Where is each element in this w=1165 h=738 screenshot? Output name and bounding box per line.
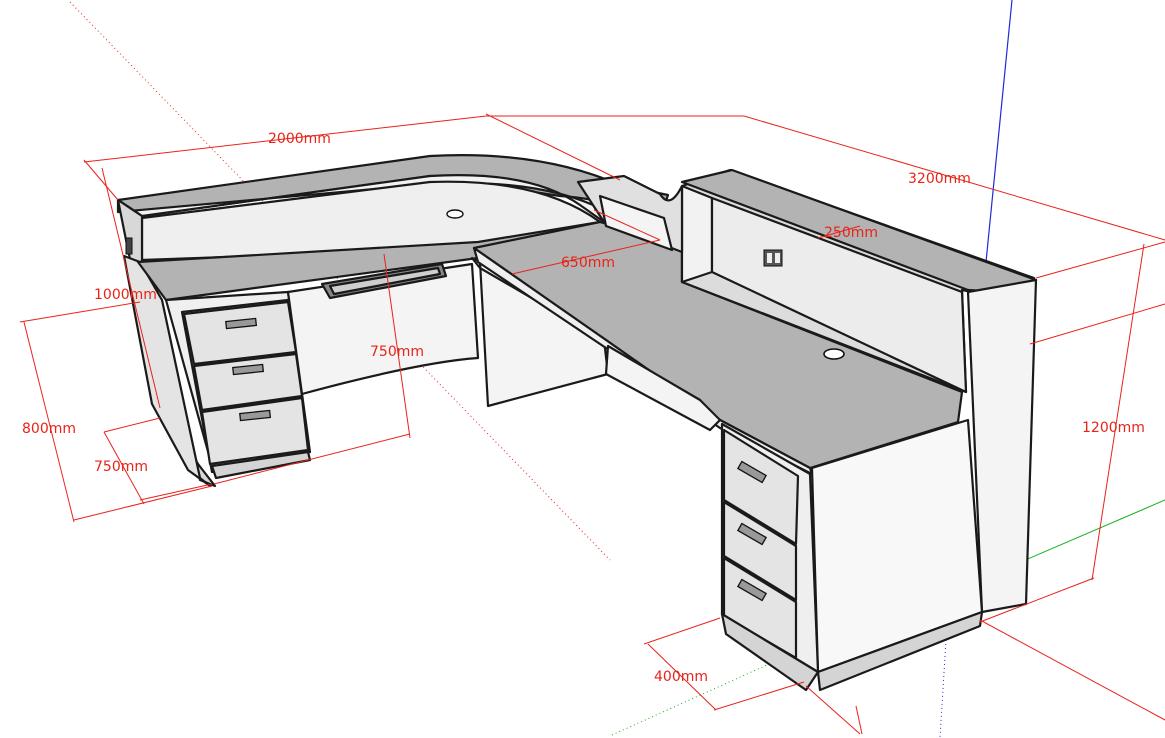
dim-label-1200: 1200mm bbox=[1082, 420, 1145, 436]
left-end-panel-face bbox=[122, 254, 212, 488]
dim-label-400: 400mm bbox=[654, 669, 708, 685]
green-axis bbox=[1001, 499, 1165, 571]
drawer-handle-3 bbox=[239, 409, 272, 422]
left-end-socket bbox=[125, 237, 133, 255]
blue-axis-dotted bbox=[939, 639, 947, 738]
drawer-handle-2 bbox=[232, 363, 265, 376]
reception-desk-model bbox=[116, 154, 1038, 692]
dim-label-1000: 1000mm bbox=[94, 287, 157, 303]
blue-axis bbox=[985, 0, 1013, 263]
drawer-handle-5 bbox=[736, 522, 768, 546]
dimension-labels: 2000mm 3200mm 1000mm 650mm 250mm 750mm 8… bbox=[22, 131, 1145, 685]
right-drawer-pedestal bbox=[720, 422, 820, 692]
left-drawer-pedestal bbox=[164, 290, 312, 480]
dim-label-3200: 3200mm bbox=[908, 171, 971, 187]
drawer-handle-4 bbox=[736, 460, 768, 484]
cable-grommet-left bbox=[446, 209, 464, 219]
drawer-handle-6 bbox=[736, 578, 768, 602]
dim-label-650: 650mm bbox=[561, 255, 615, 271]
dim-label-2000: 2000mm bbox=[268, 131, 331, 147]
dim-label-750-bottom: 750mm bbox=[94, 459, 148, 475]
dim-label-750-inner: 750mm bbox=[370, 344, 424, 360]
dim-label-250: 250mm bbox=[824, 225, 878, 241]
cable-grommet-right bbox=[823, 348, 845, 360]
drawer-handle-1 bbox=[225, 317, 258, 330]
dimension-lines bbox=[19, 113, 1165, 735]
dim-label-800: 800mm bbox=[22, 421, 76, 437]
